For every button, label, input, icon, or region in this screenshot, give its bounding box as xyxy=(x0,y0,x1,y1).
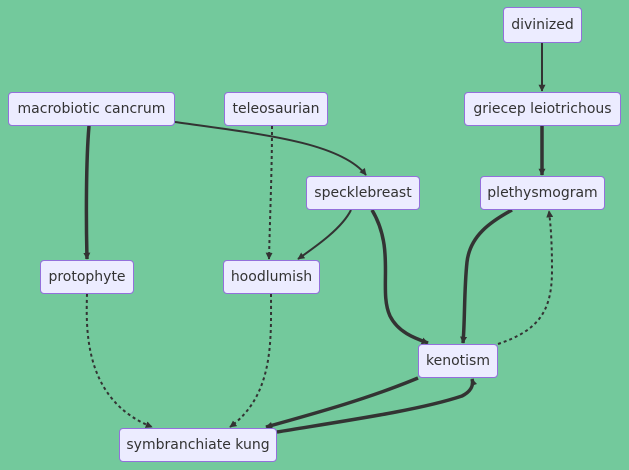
edge-symbranchiate-kung-to-kenotism xyxy=(276,378,478,434)
edge-macrobiotic-cancrum-to-protophyte xyxy=(83,125,91,260)
edge-kenotism-to-symbranchiate-kung xyxy=(265,376,419,429)
edge-plethysmogram-to-kenotism xyxy=(460,208,513,344)
node-kenotism: kenotism xyxy=(418,344,498,378)
edge-specklebreast-to-hoodlumish xyxy=(297,209,352,260)
node-protophyte: protophyte xyxy=(40,260,134,294)
node-macrobiotic-cancrum: macrobiotic cancrum xyxy=(8,92,175,126)
edge-teleosaurian-to-hoodlumish xyxy=(265,125,273,260)
node-griecep-leiotrichous: griecep leiotrichous xyxy=(464,92,621,126)
edge-macrobiotic-cancrum-to-specklebreast xyxy=(174,121,367,176)
edge-kenotism-to-plethysmogram xyxy=(497,210,554,345)
node-hoodlumish: hoodlumish xyxy=(223,260,320,294)
edge-hoodlumish-to-symbranchiate-kung xyxy=(229,293,273,428)
node-teleosaurian: teleosaurian xyxy=(224,92,328,126)
node-symbranchiate-kung: symbranchiate kung xyxy=(119,428,277,462)
node-divinized: divinized xyxy=(503,7,582,43)
node-plethysmogram: plethysmogram xyxy=(480,176,605,210)
edge-protophyte-to-symbranchiate-kung xyxy=(85,293,153,428)
node-specklebreast: specklebreast xyxy=(306,176,420,210)
edge-specklebreast-to-kenotism xyxy=(370,209,429,345)
